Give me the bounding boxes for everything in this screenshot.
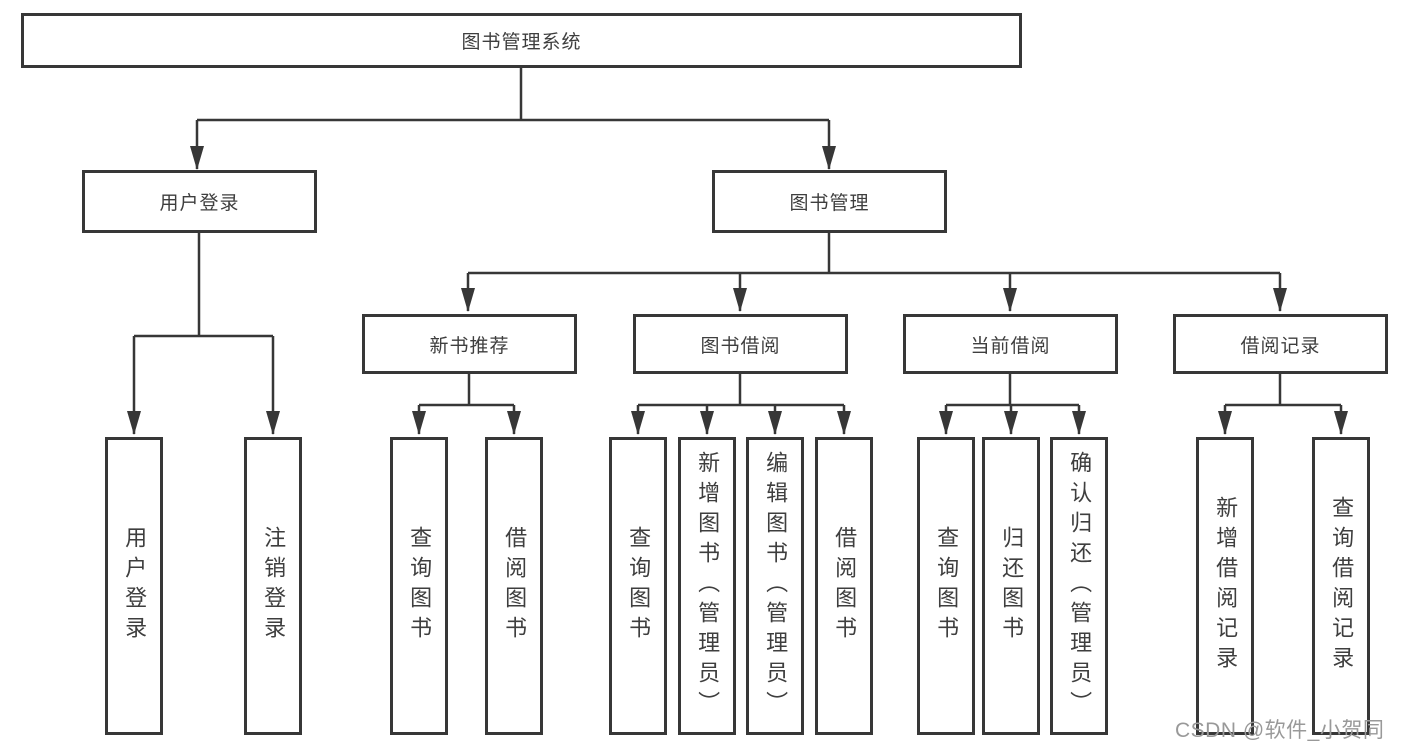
leaf-label: 编辑图书（管理员）: [763, 451, 789, 721]
leaf-label: 查询图书: [626, 526, 652, 646]
leaf-label: 借阅图书: [502, 526, 528, 646]
leaf-label: 用户登录: [122, 526, 148, 646]
node-borrow-records: 借阅记录: [1173, 314, 1388, 374]
leaf-label: 查询图书: [407, 526, 433, 646]
node-root: 图书管理系统: [21, 13, 1022, 68]
leaf-return-books: 归还图书: [982, 437, 1040, 735]
leaf-borrow-books-newrec: 借阅图书: [485, 437, 543, 735]
leaf-add-borrow-record: 新增借阅记录: [1196, 437, 1254, 735]
leaf-label: 查询图书: [934, 526, 960, 646]
node-user-login-label: 用户登录: [159, 193, 240, 214]
node-book-mgmt-label: 图书管理: [789, 193, 870, 214]
leaf-query-books-current: 查询图书: [917, 437, 975, 735]
leaf-query-borrow-record: 查询借阅记录: [1312, 437, 1370, 735]
leaf-label: 查询借阅记录: [1329, 496, 1355, 676]
node-book-borrow-label: 图书借阅: [700, 335, 781, 357]
leaf-confirm-return-admin: 确认归还（管理员）: [1050, 437, 1108, 735]
node-new-book-recommend-label: 新书推荐: [429, 335, 510, 357]
leaf-label: 归还图书: [999, 526, 1025, 646]
node-user-login: 用户登录: [82, 170, 317, 233]
node-book-mgmt: 图书管理: [712, 170, 947, 233]
leaf-edit-books-admin: 编辑图书（管理员）: [746, 437, 804, 735]
leaf-logout-login: 注销登录: [244, 437, 302, 735]
leaf-label: 新增图书（管理员）: [695, 451, 721, 721]
node-current-borrow-label: 当前借阅: [970, 335, 1051, 357]
leaf-query-books-borrow: 查询图书: [609, 437, 667, 735]
leaf-borrow-books-borrow: 借阅图书: [815, 437, 873, 735]
leaf-label: 注销登录: [261, 526, 287, 646]
leaf-label: 确认归还（管理员）: [1067, 451, 1093, 721]
node-root-label: 图书管理系统: [461, 32, 582, 53]
leaf-query-books-newrec: 查询图书: [390, 437, 448, 735]
csdn-watermark: CSDN @软件_小贺同学: [1175, 719, 1385, 742]
node-new-book-recommend: 新书推荐: [362, 314, 577, 374]
node-book-borrow: 图书借阅: [633, 314, 848, 374]
leaf-user-login: 用户登录: [105, 437, 163, 735]
leaf-label: 新增借阅记录: [1213, 496, 1239, 676]
leaf-add-books-admin: 新增图书（管理员）: [678, 437, 736, 735]
leaf-label: 借阅图书: [832, 526, 858, 646]
node-current-borrow: 当前借阅: [903, 314, 1118, 374]
node-borrow-records-label: 借阅记录: [1240, 335, 1321, 357]
